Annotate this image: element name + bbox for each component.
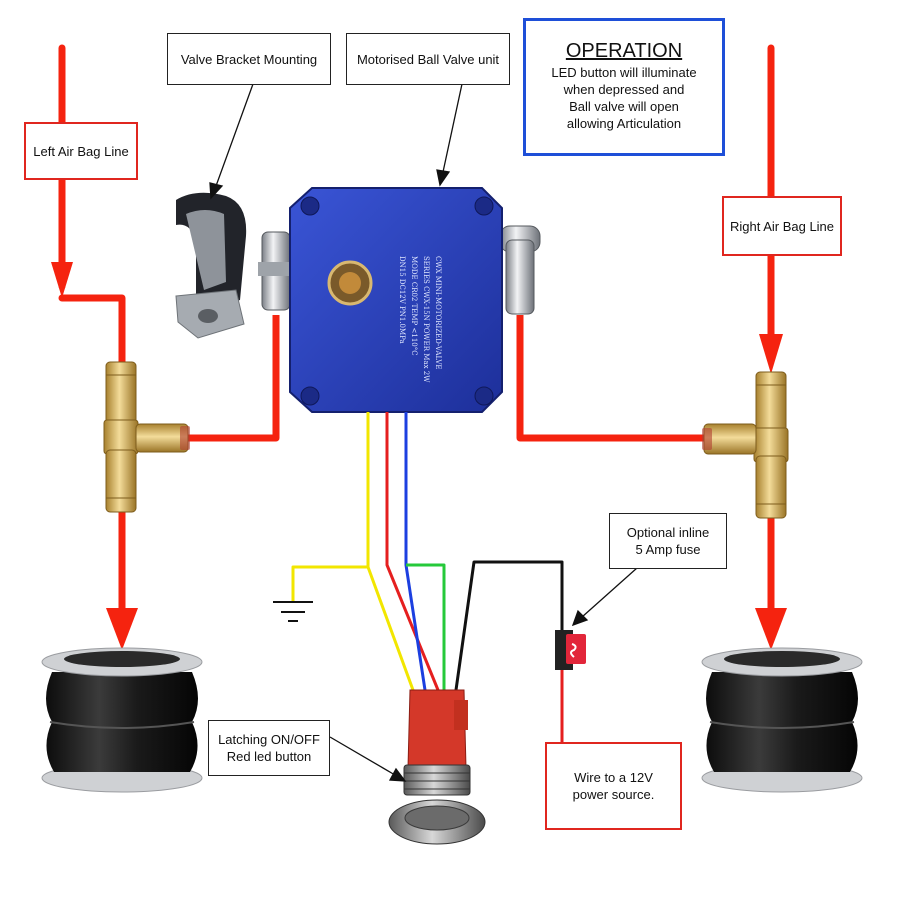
operation-line-4: allowing Articulation <box>566 115 682 131</box>
valve-marking-line-2: SERIES CWX-15N POWER Max 2W <box>422 256 430 383</box>
button-label-line-1: Latching ON/OFF <box>218 732 320 747</box>
right-line-arrow-upper <box>759 334 783 374</box>
valve-wires <box>291 412 564 742</box>
motorised-ball-valve: CWX MINI-MOTORIZED-VALVE SERIES CWX-15N … <box>289 187 503 413</box>
left-line-arrow-upper <box>51 262 73 298</box>
power-source-line-2: power source. <box>572 787 655 802</box>
right-brass-tee-fitting <box>702 371 789 519</box>
valve-unit-label: Motorised Ball Valve unit <box>346 33 510 85</box>
fuse-label-line-1: Optional inline <box>626 525 710 540</box>
left-tee-to-valve-line <box>188 315 280 442</box>
left-line-arrow-lower <box>106 608 138 650</box>
left-brass-tee-fitting <box>103 361 190 513</box>
red-valve-wire <box>385 412 440 691</box>
latching-led-button <box>388 689 486 845</box>
fuse-label-line-2: 5 Amp fuse <box>635 542 701 557</box>
valve-unit-text: Motorised Ball Valve unit <box>356 51 500 67</box>
right-line-arrow-lower <box>755 608 787 650</box>
valve-bracket-label: Valve Bracket Mounting <box>167 33 331 85</box>
right-valve-to-tee-line <box>516 315 710 442</box>
operation-title: OPERATION <box>565 39 683 62</box>
button-label: Latching ON/OFF Red led button <box>208 720 330 776</box>
callout-pointers <box>209 83 638 782</box>
inline-fuse <box>555 630 586 670</box>
valve-marking-line-4: DN15 DC12V PN1.0MPa <box>398 256 406 344</box>
power-source-line-1: Wire to a 12V <box>574 770 653 785</box>
fuse-label: Optional inline 5 Amp fuse <box>609 513 727 569</box>
valve-marking-line-1: CWX MINI-MOTORIZED-VALVE <box>434 256 442 370</box>
left-air-bag-line-label: Left Air Bag Line <box>24 122 138 180</box>
operation-box: OPERATION LED button will illuminate whe… <box>523 18 725 156</box>
left-air-bag-line-text: Left Air Bag Line <box>33 143 129 159</box>
yellow-ground-wire <box>291 565 368 602</box>
operation-line-1: LED button will illuminate <box>551 64 697 80</box>
black-wire <box>454 560 564 691</box>
button-label-line-2: Red led button <box>226 749 312 764</box>
valve-marking-line-3: MODE CR02 TEMP <110°C <box>410 256 418 356</box>
ball-valve-fittings <box>258 225 541 315</box>
valve-bracket-text: Valve Bracket Mounting <box>180 51 318 67</box>
green-wire <box>406 563 446 690</box>
right-air-bag <box>701 647 863 793</box>
operation-line-2: when depressed and <box>563 81 685 97</box>
ground-symbol <box>273 601 313 622</box>
power-source-label: Wire to a 12V power source. <box>545 742 682 830</box>
operation-line-3: Ball valve will open <box>569 98 679 114</box>
valve-bracket-image <box>175 192 247 339</box>
right-air-bag-line-label: Right Air Bag Line <box>722 196 842 256</box>
left-air-bag <box>41 647 203 793</box>
right-air-bag-line-text: Right Air Bag Line <box>729 218 835 234</box>
